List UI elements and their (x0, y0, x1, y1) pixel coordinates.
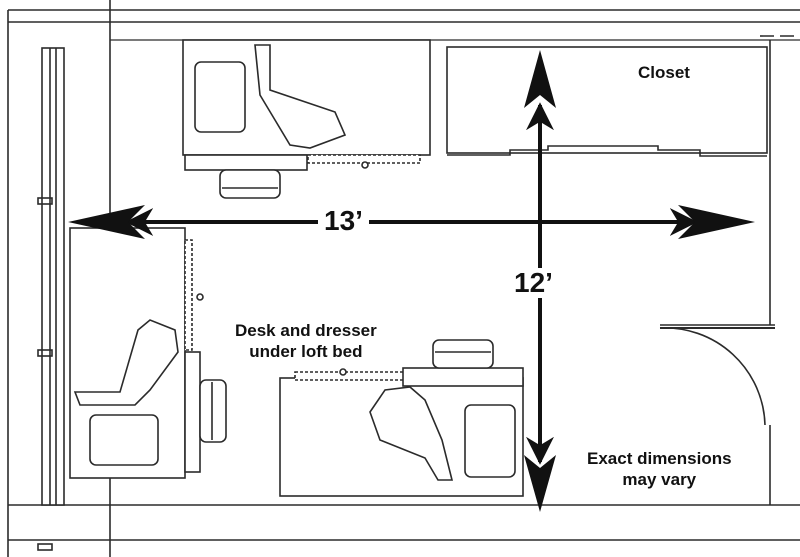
depth-dimension-label: 12’ (508, 268, 559, 298)
window (37, 47, 65, 551)
door (659, 324, 775, 426)
closet (446, 46, 768, 157)
closet-label: Closet (638, 63, 690, 82)
exact-note-line1: Exact dimensions (587, 449, 732, 468)
arrowheads (68, 50, 755, 512)
bottom-loft-bed (279, 339, 524, 497)
top-loft-bed (182, 39, 431, 199)
desk-note-line1: Desk and dresser (235, 321, 377, 340)
exact-dimensions-note: Exact dimensions may vary (587, 448, 732, 490)
exact-note-line2: may vary (622, 470, 697, 489)
width-dimension-label: 13’ (318, 206, 369, 236)
desk-dresser-note: Desk and dresser under loft bed (235, 320, 377, 362)
desk-note-line2: under loft bed (249, 342, 363, 361)
left-loft-bed (69, 227, 227, 479)
